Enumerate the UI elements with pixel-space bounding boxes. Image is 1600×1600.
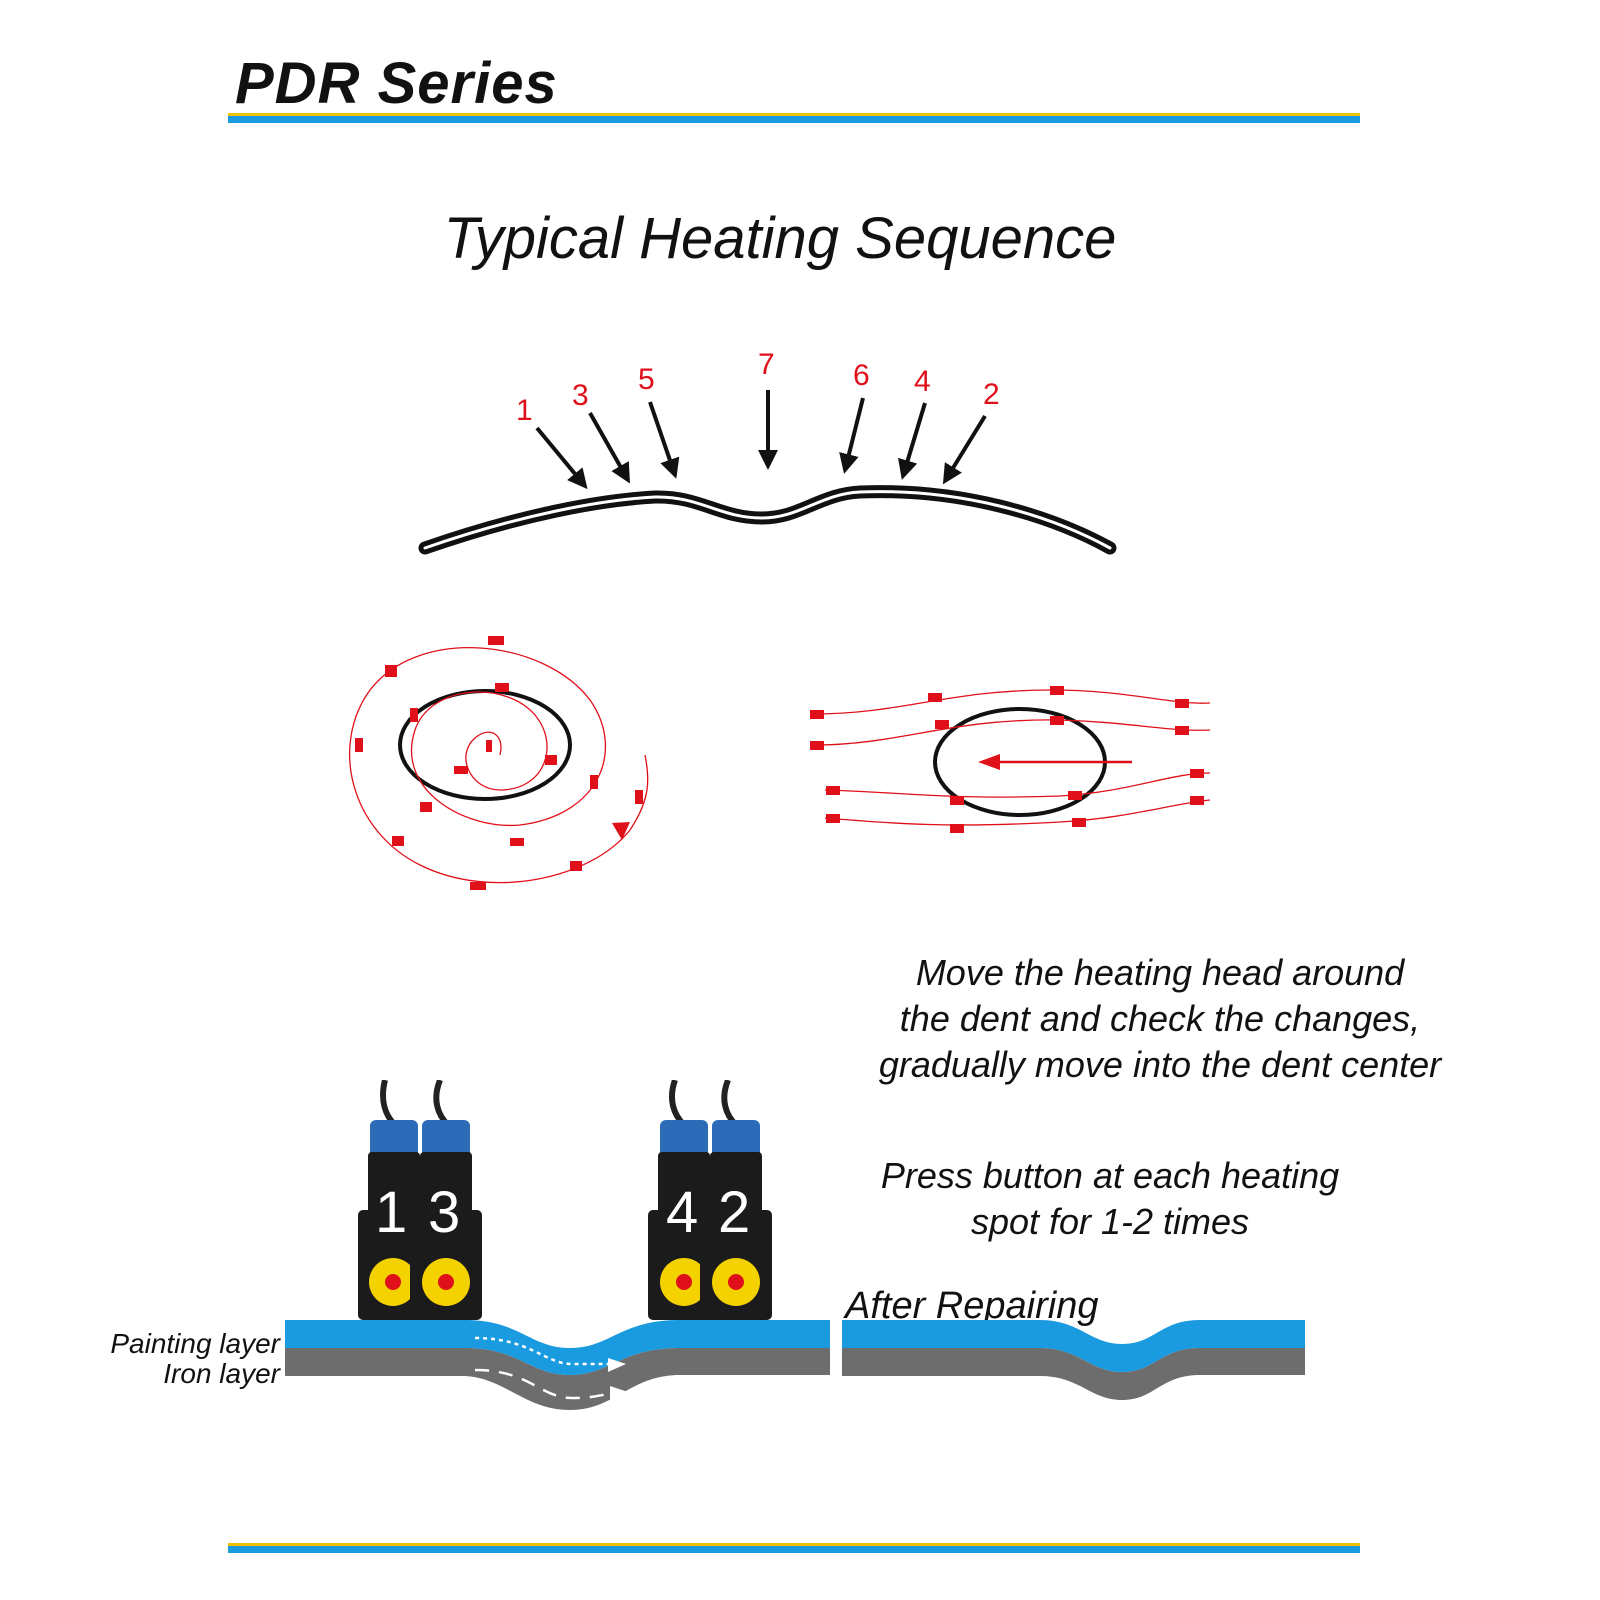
repaired-layers bbox=[842, 1320, 1305, 1400]
note-line: the dent and check the changes, bbox=[899, 998, 1421, 1039]
footer-rule bbox=[228, 1543, 1360, 1553]
note-line: spot for 1-2 times bbox=[970, 1201, 1250, 1242]
heat-arrow-icon bbox=[942, 414, 987, 485]
panel-cross-section: 1 3 5 7 6 4 2 bbox=[349, 348, 1211, 890]
note-line: Move the heating head around bbox=[915, 952, 1405, 993]
heater-number: 4 bbox=[666, 1180, 698, 1245]
sequence-number: 5 bbox=[638, 363, 655, 396]
sequence-number: 2 bbox=[983, 378, 1000, 411]
heat-arrow-icon bbox=[839, 397, 865, 474]
note-move-heating-head: Move the heating head around the dent an… bbox=[840, 950, 1480, 1088]
heater-number: 3 bbox=[428, 1180, 460, 1245]
dented-layers bbox=[285, 1320, 830, 1410]
heater-number: 2 bbox=[718, 1180, 750, 1245]
heat-arrow-icon bbox=[588, 412, 630, 484]
series-title: PDR Series bbox=[235, 51, 558, 116]
sequence-number: 7 bbox=[758, 348, 775, 381]
painting-layer-label: Painting layer bbox=[110, 1328, 280, 1359]
repair-illustration: 1 3 4 2 bbox=[285, 1080, 1305, 1410]
sequence-number: 6 bbox=[853, 359, 870, 392]
sequence-number: 3 bbox=[572, 379, 589, 412]
diagram-title: Typical Heating Sequence bbox=[443, 206, 1117, 271]
heat-arrow-icon bbox=[648, 401, 680, 479]
heater-head-icon: 3 bbox=[410, 1080, 482, 1320]
sequence-number: 1 bbox=[516, 394, 533, 427]
heat-arrow-icon bbox=[898, 402, 927, 480]
note-line: Press button at each heating bbox=[880, 1155, 1340, 1196]
note-line: gradually move into the dent center bbox=[878, 1044, 1442, 1085]
linear-heating-pattern bbox=[810, 686, 1211, 833]
header-rule bbox=[228, 113, 1360, 123]
sequence-number: 4 bbox=[914, 365, 931, 398]
heater-head-icon: 2 bbox=[700, 1080, 772, 1320]
heater-number: 1 bbox=[375, 1180, 407, 1245]
heat-arrow-icon bbox=[535, 426, 588, 490]
spiral-heating-pattern bbox=[349, 636, 649, 890]
note-press-button: Press button at each heating spot for 1-… bbox=[840, 1153, 1380, 1245]
iron-layer-label: Iron layer bbox=[163, 1358, 280, 1389]
